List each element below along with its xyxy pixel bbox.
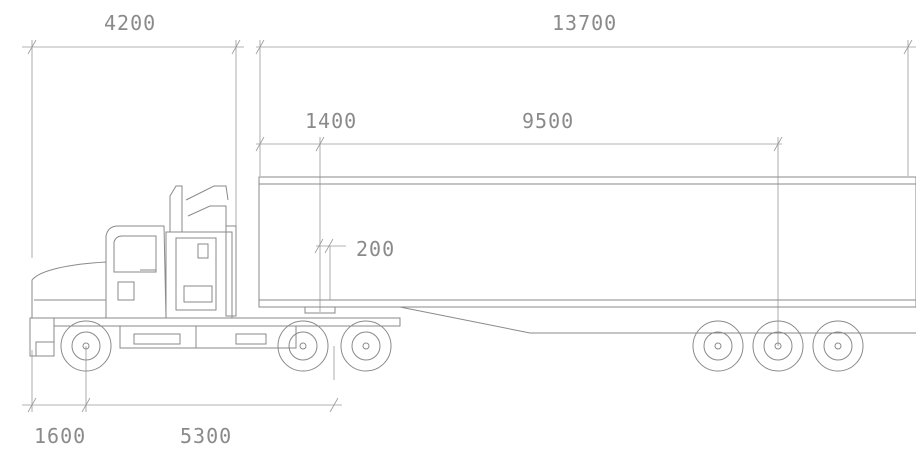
dim-fifth-wheel-offset-label: 200 <box>356 237 395 261</box>
dim-kingpin-setback-label: 1400 <box>305 109 357 133</box>
dim-trailer-length-label: 13700 <box>552 11 617 35</box>
trailer-wheel-3 <box>812 320 864 372</box>
dimension-lines <box>22 39 916 413</box>
wheels <box>60 320 864 372</box>
front-wheel <box>60 320 112 372</box>
dim-front-overhang-label: 1600 <box>34 424 86 448</box>
dim-kingpin-to-axle-label: 9500 <box>522 109 574 133</box>
dim-wheelbase-label: 5300 <box>180 424 232 448</box>
tractor <box>29 185 401 357</box>
drive-wheel-2 <box>340 320 392 372</box>
drive-wheel-1 <box>277 320 329 372</box>
dim-tractor-length-label: 4200 <box>104 11 156 35</box>
trailer-wheel-1 <box>692 320 744 372</box>
trailer <box>258 176 916 334</box>
trailer-wheel-2 <box>752 320 804 372</box>
